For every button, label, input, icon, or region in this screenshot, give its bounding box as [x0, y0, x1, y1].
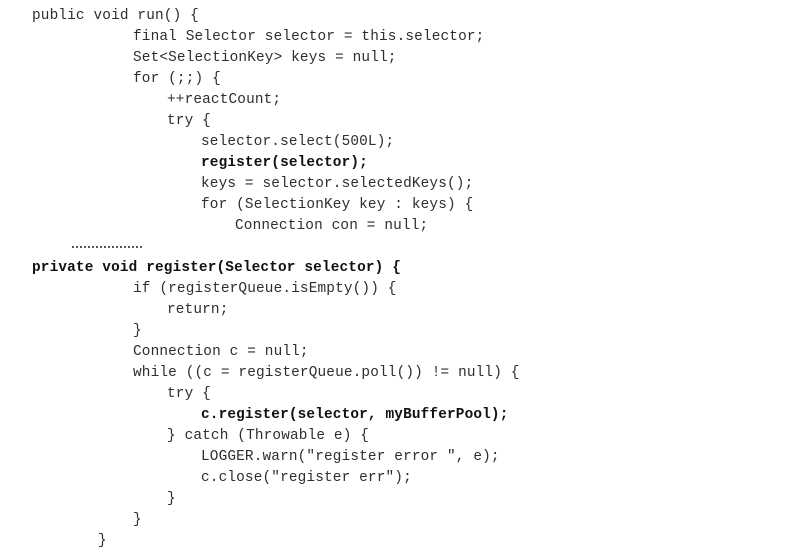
code-line: final Selector selector = this.selector;: [133, 29, 485, 45]
code-line-highlighted: c.register(selector, myBufferPool);: [201, 407, 509, 423]
code-line: return;: [167, 302, 229, 318]
code-line: Set<SelectionKey> keys = null;: [133, 50, 397, 66]
ellipsis-divider: [72, 246, 142, 251]
code-line-highlighted: private void register(Selector selector)…: [32, 260, 402, 276]
code-line: if (registerQueue.isEmpty()) {: [133, 281, 397, 297]
code-line: }: [133, 512, 142, 528]
code-line: }: [167, 491, 176, 507]
code-line: selector.select(500L);: [201, 134, 395, 150]
code-line: while ((c = registerQueue.poll()) != nul…: [133, 365, 520, 381]
code-line-highlighted: register(selector);: [201, 155, 368, 171]
code-line: Connection c = null;: [133, 344, 309, 360]
code-line: }: [133, 323, 142, 339]
code-line: public void run() {: [32, 8, 199, 24]
code-line: c.close("register err");: [201, 470, 412, 486]
code-line: keys = selector.selectedKeys();: [201, 176, 474, 192]
code-line: }: [98, 533, 107, 549]
code-line: try {: [167, 113, 211, 129]
code-line: for (SelectionKey key : keys) {: [201, 197, 474, 213]
code-line: LOGGER.warn("register error ", e);: [201, 449, 500, 465]
code-line: try {: [167, 386, 211, 402]
code-line: Connection con = null;: [235, 218, 429, 234]
code-line: } catch (Throwable e) {: [167, 428, 370, 444]
code-line: for (;;) {: [133, 71, 221, 87]
code-line: ++reactCount;: [167, 92, 282, 108]
